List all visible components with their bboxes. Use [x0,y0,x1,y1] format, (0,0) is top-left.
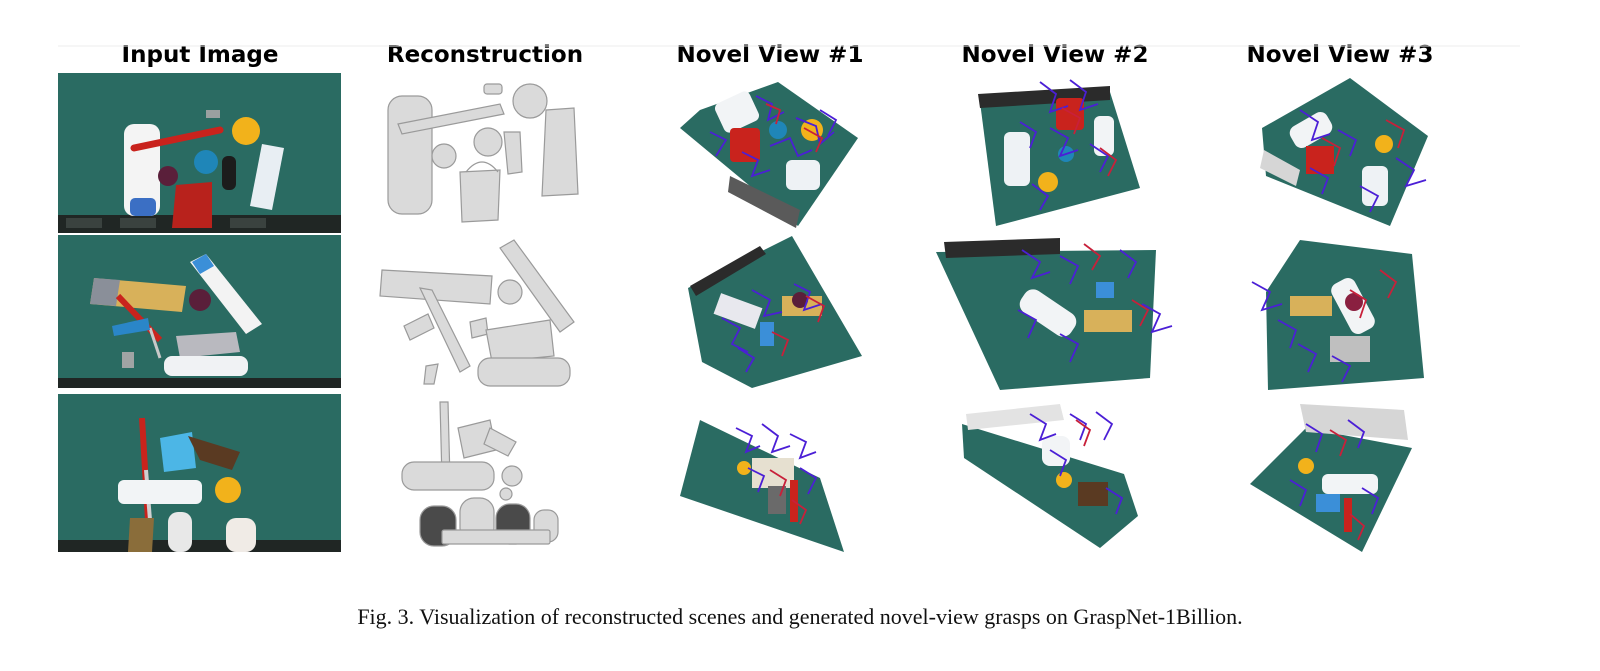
reconstruction-row-3 [401,401,559,547]
novel-view-2-row-2 [936,238,1173,390]
figure-caption: Fig. 3. Visualization of reconstructed s… [357,604,1243,629]
novel-view-1-row-1 [680,82,858,228]
novel-view-3-row-2 [1251,240,1424,390]
input-image-row-1 [58,73,341,233]
input-image-row-2 [58,235,341,388]
novel-view-3-row-3 [1250,404,1412,552]
novel-view-3-row-1 [1260,78,1428,226]
novel-view-2-row-1 [978,79,1140,226]
input-image-row-3 [58,394,341,552]
figure-panels [58,45,1520,552]
reconstruction-row-1 [387,83,579,223]
novel-view-1-row-2 [688,236,862,388]
reconstruction-row-2 [379,239,575,387]
novel-view-1-row-3 [680,420,844,552]
novel-view-2-row-3 [962,404,1138,548]
